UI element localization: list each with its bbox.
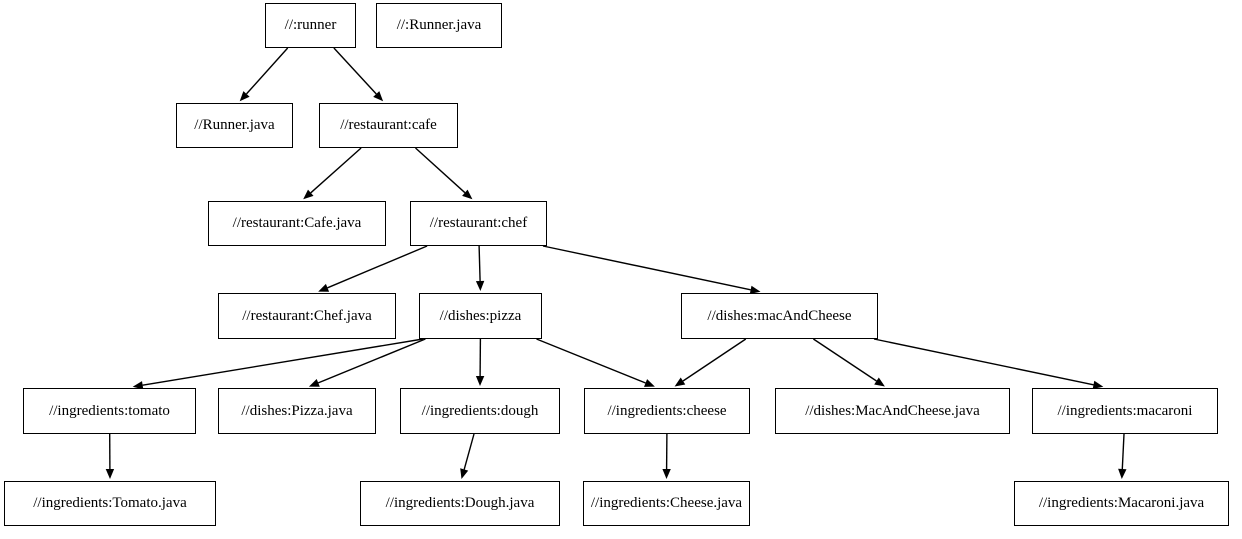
graph-node-ing_dough[interactable]: //ingredients:dough — [400, 388, 560, 434]
graph-node-macandchs_java[interactable]: //dishes:MacAndCheese.java — [775, 388, 1010, 434]
graph-node-label: //Runner.java — [194, 117, 275, 133]
graph-node-label: //:runner — [284, 17, 337, 33]
graph-node-label: //ingredients:tomato — [49, 402, 170, 419]
graph-node-label: //restaurant:cafe — [340, 117, 437, 133]
graph-node-macaroni_java[interactable]: //ingredients:Macaroni.java — [1014, 481, 1229, 526]
graph-node-label: //dishes:Pizza.java — [241, 402, 353, 419]
graph-node-pizza_java[interactable]: //dishes:Pizza.java — [218, 388, 376, 434]
graph-node-restaurant_chef[interactable]: //restaurant:chef — [410, 201, 547, 246]
graph-node-label: //ingredients:cheese — [607, 402, 727, 419]
graph-node-label: //dishes:MacAndCheese.java — [805, 402, 980, 419]
graph-node-label: //restaurant:Cafe.java — [232, 215, 362, 231]
graph-node-label: //restaurant:chef — [429, 215, 528, 231]
graph-node-label: //ingredients:Macaroni.java — [1038, 495, 1205, 511]
graph-node-label: //ingredients:Cheese.java — [590, 495, 743, 511]
graph-node-dishes_pizza[interactable]: //dishes:pizza — [419, 293, 542, 339]
graph-node-dough_java[interactable]: //ingredients:Dough.java — [360, 481, 560, 526]
graph-node-label: //ingredients:Tomato.java — [33, 495, 187, 511]
graph-node-runner_java[interactable]: //Runner.java — [176, 103, 293, 148]
graph-node-root_runner_java[interactable]: //:Runner.java — [376, 3, 502, 48]
graph-node-label: //ingredients:macaroni — [1057, 402, 1193, 419]
graph-node-label: //restaurant:Chef.java — [242, 307, 372, 324]
graph-node-ing_macaroni[interactable]: //ingredients:macaroni — [1032, 388, 1218, 434]
graph-node-ing_tomato[interactable]: //ingredients:tomato — [23, 388, 196, 434]
graph-node-tomato_java[interactable]: //ingredients:Tomato.java — [4, 481, 216, 526]
graph-node-runner[interactable]: //:runner — [265, 3, 356, 48]
graph-node-chef_java[interactable]: //restaurant:Chef.java — [218, 293, 396, 339]
graph-node-cheese_java[interactable]: //ingredients:Cheese.java — [583, 481, 750, 526]
graph-node-ing_cheese[interactable]: //ingredients:cheese — [584, 388, 750, 434]
graph-node-label: //ingredients:dough — [421, 402, 539, 419]
graph-node-label: //dishes:macAndCheese — [707, 307, 852, 324]
graph-node-label: //:Runner.java — [396, 17, 482, 33]
graph-node-label: //dishes:pizza — [439, 307, 522, 324]
graph-node-cafe_java[interactable]: //restaurant:Cafe.java — [208, 201, 386, 246]
graph-node-restaurant_cafe[interactable]: //restaurant:cafe — [319, 103, 458, 148]
graph-node-dishes_macandchs[interactable]: //dishes:macAndCheese — [681, 293, 878, 339]
graph-node-label: //ingredients:Dough.java — [385, 495, 535, 511]
